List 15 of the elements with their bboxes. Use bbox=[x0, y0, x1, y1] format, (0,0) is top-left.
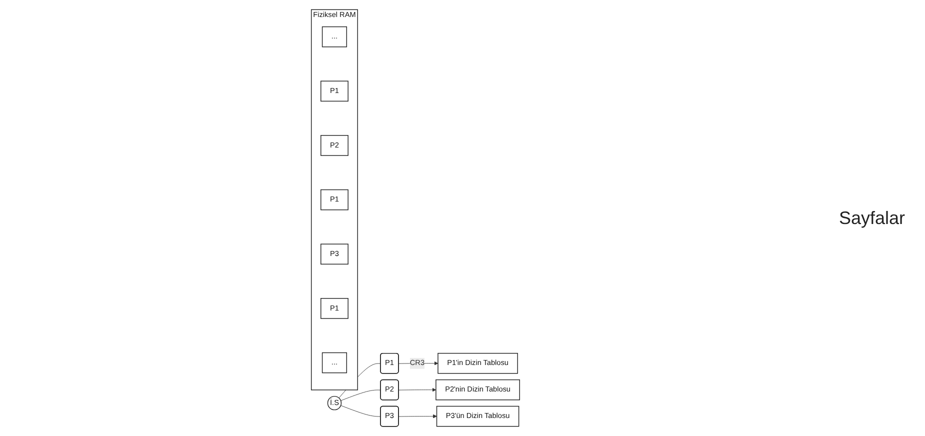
node-box bbox=[320, 298, 348, 319]
node-box bbox=[320, 135, 348, 156]
node-box bbox=[320, 244, 348, 265]
node-circle bbox=[327, 396, 342, 410]
node-box bbox=[320, 189, 348, 210]
bracket-label: Sayfalar bbox=[838, 208, 905, 228]
connector bbox=[340, 390, 381, 401]
cluster bbox=[310, 9, 358, 390]
node-box bbox=[322, 26, 347, 48]
node-box bbox=[436, 406, 520, 427]
node-box bbox=[436, 379, 520, 400]
node-box bbox=[322, 352, 347, 374]
connector bbox=[340, 405, 381, 417]
node-box bbox=[438, 352, 518, 374]
node-box bbox=[320, 80, 348, 102]
